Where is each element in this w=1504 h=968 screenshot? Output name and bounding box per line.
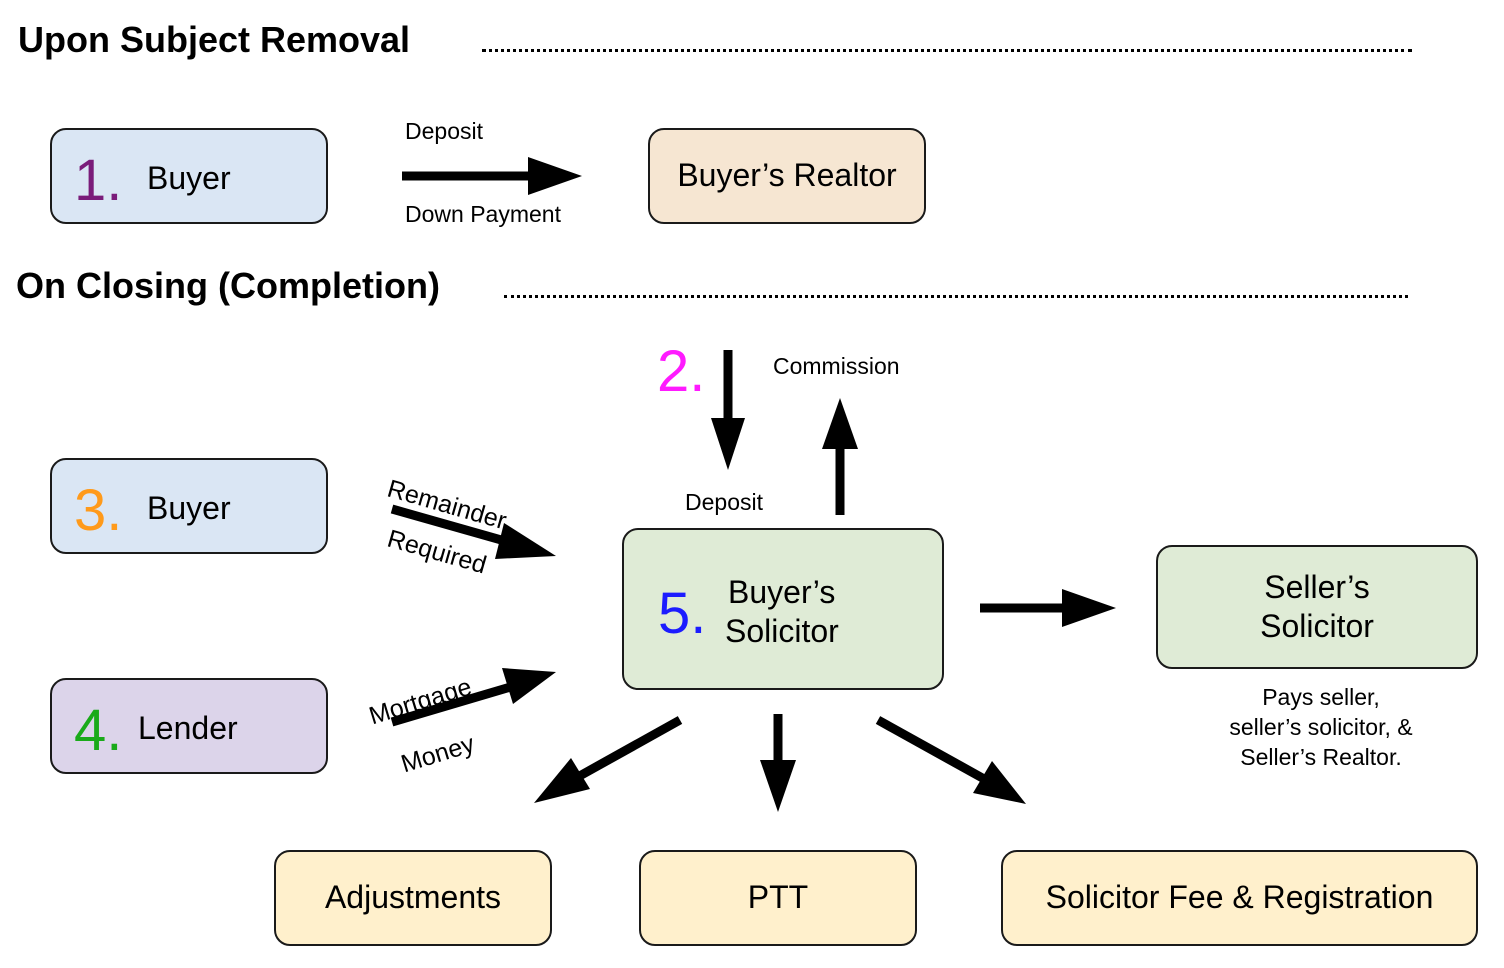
ptt-box: PTT [639,850,917,946]
ptt-label: PTT [747,879,809,916]
sellers-solicitor-note: Pays seller, seller’s solicitor, & Selle… [1171,683,1471,773]
buyer-label-1: Buyer [147,160,231,196]
arrow-commission-up [822,398,858,515]
buyers-solicitor-box-step-5: 5. Buyer’s Solicitor [622,528,944,690]
sellers-solicitor-label-line1: Seller’s [1264,568,1370,605]
sellers-solicitor-label-line2: Solicitor [1260,608,1374,644]
step-number-1: 1. [74,148,123,213]
section-title-closing: On Closing (Completion) [16,265,440,306]
step-number-4: 4. [74,698,123,763]
commission-label: Commission [773,353,900,379]
arrow-deposit [402,157,582,195]
buyers-realtor-label: Buyer’s Realtor [677,157,897,194]
arrow-remainder-required [390,504,556,559]
note-line-3: Seller’s Realtor. [1240,743,1402,770]
down-payment-label: Down Payment [405,201,561,227]
buyers-solicitor-label-line2: Solicitor [725,613,839,649]
buyers-realtor-box: Buyer’s Realtor [648,128,926,224]
note-line-2: seller’s solicitor, & [1229,713,1413,740]
buyers-solicitor-label-line1: Buyer’s [728,574,836,610]
buyer-box-step-3: 3. Buyer [50,458,328,554]
arrow-to-adjustments [534,716,683,803]
solicitor-fee-label: Solicitor Fee & Registration [1045,879,1434,916]
arrow-to-solicitor-fee [875,716,1026,804]
buyer-box-step-1: 1. Buyer [50,128,328,224]
adjustments-box: Adjustments [274,850,552,946]
lender-box-step-4: 4. Lender [50,678,328,774]
section-divider-subject-removal [482,49,1412,52]
deposit-label: Deposit [685,489,763,515]
adjustments-label: Adjustments [324,879,502,916]
arrow-mortgage-money [390,668,556,727]
section-divider-closing [504,295,1408,298]
solicitor-fee-box: Solicitor Fee & Registration [1001,850,1478,946]
step-number-5: 5. [658,581,707,646]
sellers-solicitor-box: Seller’s Solicitor [1156,545,1478,669]
buyer-label-3: Buyer [147,490,231,526]
arrow-to-ptt [760,714,796,812]
lender-label: Lender [138,710,238,746]
note-line-1: Pays seller, [1262,684,1380,710]
section-title-subject-removal: Upon Subject Removal [18,19,411,60]
step-number-2: 2. [657,339,706,404]
deposit-label-top: Deposit [405,118,483,144]
arrow-to-sellers-solicitor [980,589,1116,627]
step-number-3: 3. [74,478,123,543]
arrow-deposit-down [711,350,745,470]
